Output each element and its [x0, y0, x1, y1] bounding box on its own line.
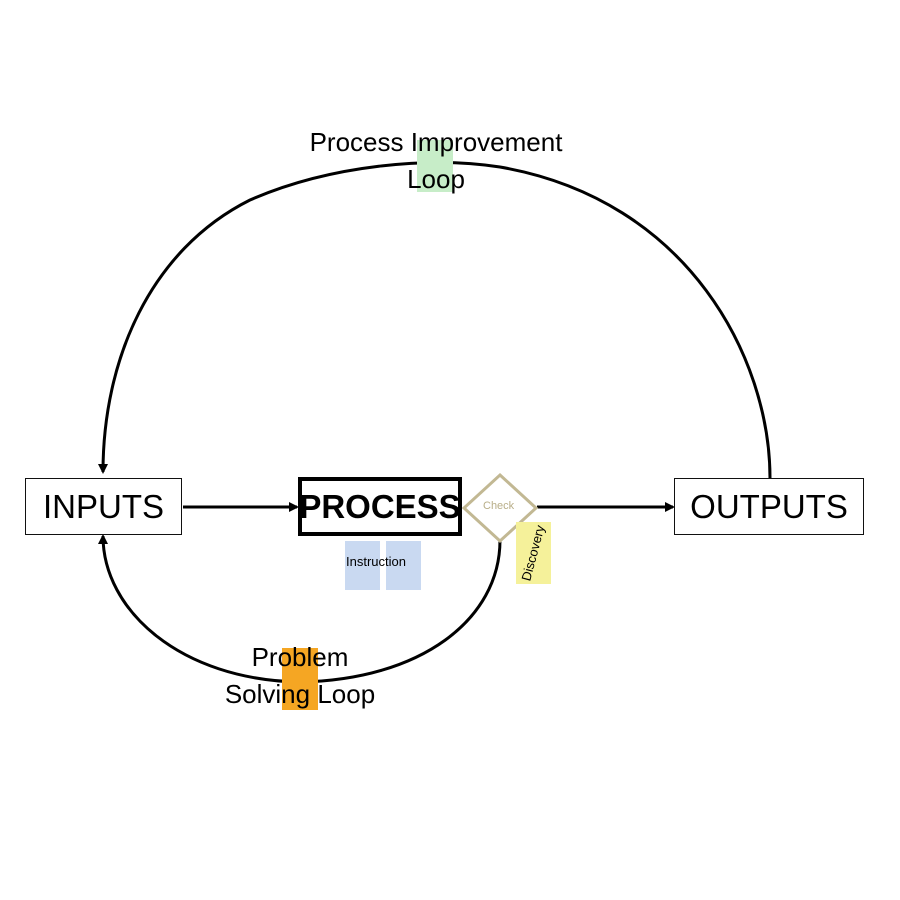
check-label: Check: [483, 500, 515, 512]
instruction-label: Instruction: [346, 554, 406, 569]
improvement-marker: [417, 140, 453, 192]
inputs-node: INPUTS: [25, 478, 182, 535]
problem-marker: [282, 648, 318, 710]
improvement-label-line2: Loop: [407, 164, 465, 194]
improvement-loop-label: Process Improvement Loop: [276, 124, 596, 198]
outputs-node: OUTPUTS: [674, 478, 864, 535]
process-node: PROCESS: [298, 477, 462, 536]
instruction-sticky-left: [345, 541, 380, 590]
improvement-loop-arc: [98, 161, 772, 479]
improvement-label-line1: Process Improvement: [309, 127, 563, 157]
instruction-sticky-right: [386, 541, 421, 590]
outputs-label: OUTPUTS: [690, 487, 848, 525]
inputs-label: INPUTS: [42, 487, 164, 525]
problem-label-line1: Problem: [251, 642, 349, 672]
process-label: PROCESS: [299, 487, 461, 525]
problem-label-line2: Solving Loop: [224, 679, 376, 709]
problem-solving-loop-label: Problem Solving Loop: [200, 639, 400, 713]
discovery-sticky: [516, 522, 551, 584]
